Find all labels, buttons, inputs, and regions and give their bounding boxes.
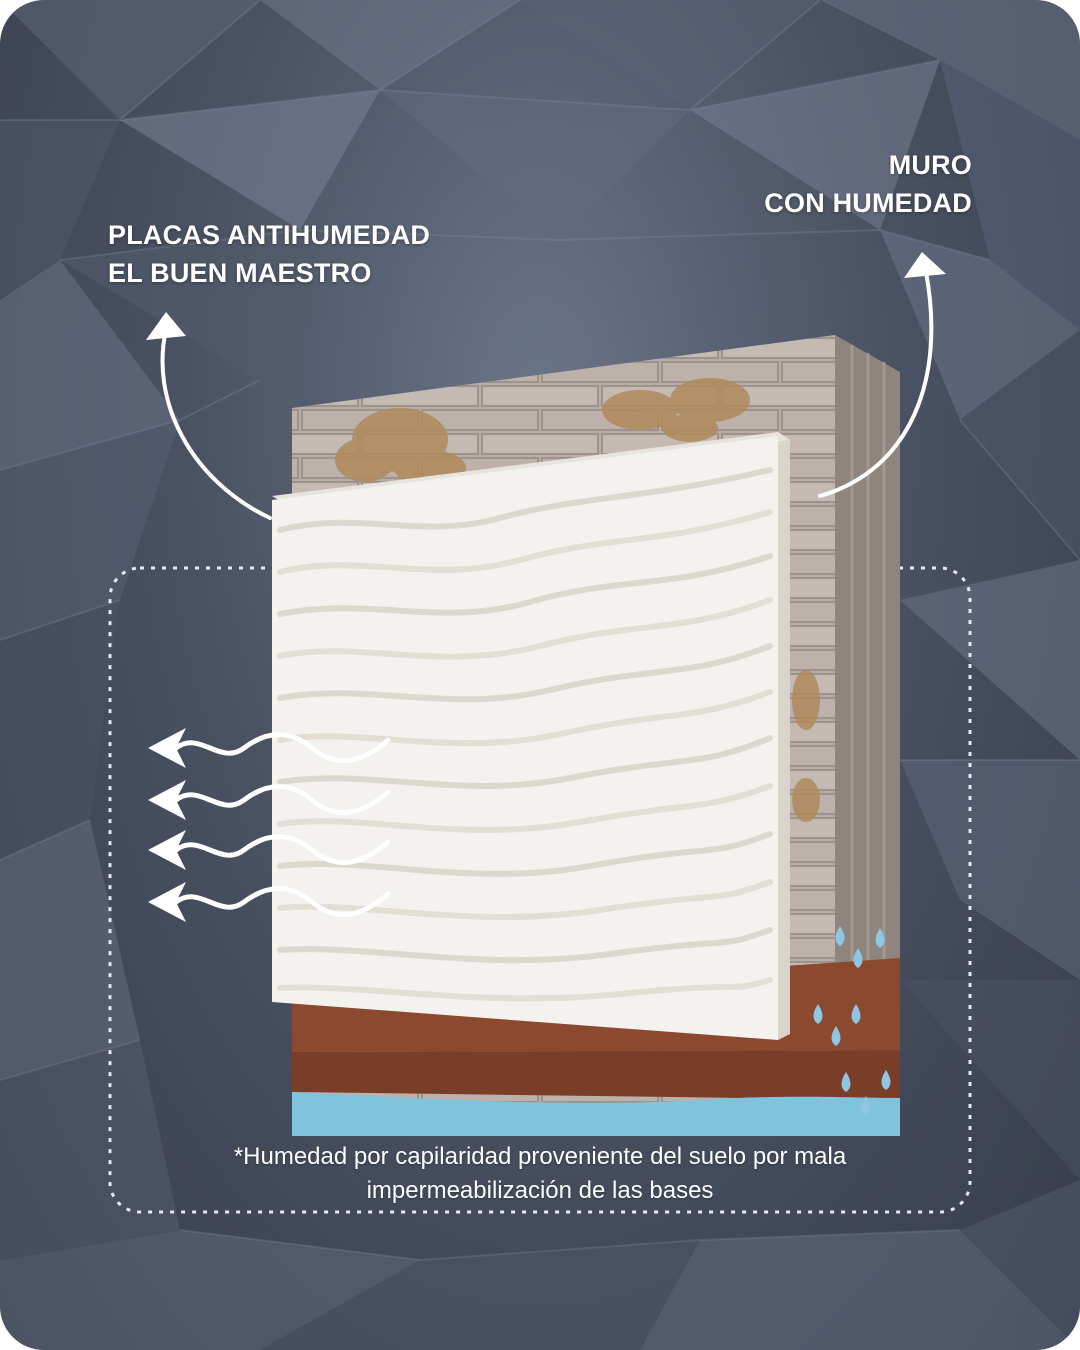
panel-label-line1: PLACAS ANTIHUMEDAD: [108, 220, 431, 250]
panel-label-line2: EL BUEN MAESTRO: [108, 258, 372, 288]
wall-label-line2: CON HUMEDAD: [764, 188, 972, 218]
panel-wave-texture: [277, 467, 773, 1002]
groundwater-layer: [292, 1092, 900, 1136]
vapor-arrow-icon: [148, 728, 186, 922]
panel-edge: [778, 432, 790, 1040]
curved-arrow-icon: [818, 270, 934, 498]
footnote-line2: impermeabilización de las bases: [366, 1177, 714, 1204]
water-drop-icon: [813, 926, 891, 1116]
wall-label-line1: MURO: [888, 150, 972, 180]
soil-layer-mid: [292, 1050, 900, 1100]
footnote-line1: *Humedad por capilaridad proveniente del…: [233, 1143, 847, 1170]
vapor-arrow-icon: [173, 732, 391, 917]
footnote: *Humedad por capilaridad proveniente del…: [110, 1140, 970, 1208]
wall-label: MURO CON HUMEDAD: [764, 146, 972, 222]
curved-arrow-icon: [160, 328, 272, 520]
moisture-stains: [335, 378, 820, 822]
panel-label: PLACAS ANTIHUMEDAD EL BUEN MAESTRO: [108, 216, 430, 292]
